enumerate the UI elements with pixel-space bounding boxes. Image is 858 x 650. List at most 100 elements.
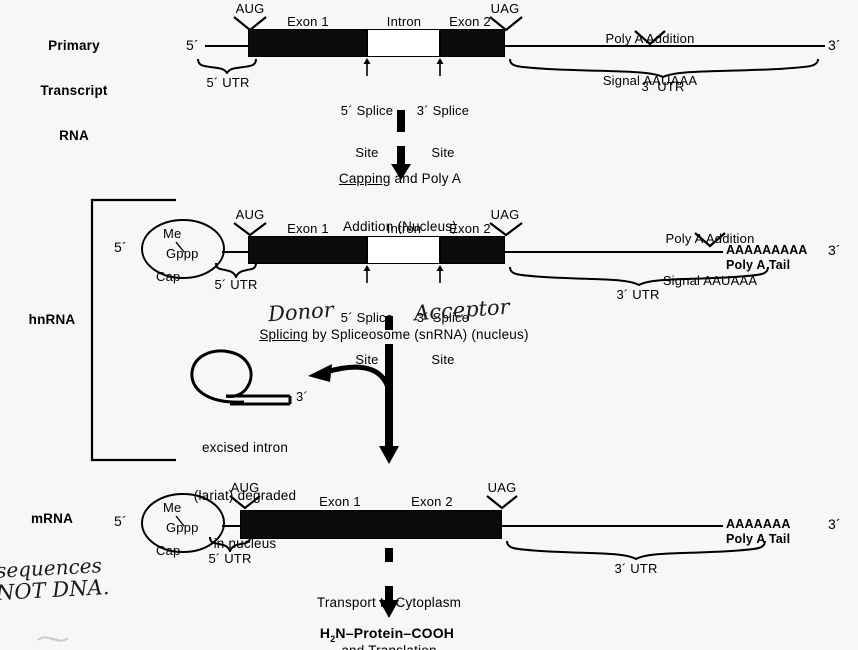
mrna-3utr-label: 3´ UTR — [614, 561, 658, 576]
primary-3splice-label: 3´ Splice Site — [417, 76, 469, 188]
capping-step-line2: Addition (Nucleus) — [343, 219, 457, 234]
hnrna-uag-label: UAG — [490, 207, 520, 222]
primary-uag-pointer-icon — [489, 16, 523, 32]
primary-label-line1: Primary — [48, 38, 100, 53]
primary-aug-pointer-icon — [233, 16, 267, 32]
translation-step-label: Transport to Cytoplasm and Translation — [317, 563, 461, 650]
hnrna-cap-me-label: Me — [163, 226, 182, 241]
excised-intron-lariat-icon — [190, 349, 292, 406]
lariat-curved-arrow-icon — [308, 364, 393, 397]
hnrna-5splice-line2: Site — [355, 352, 379, 367]
primary-exon1-label: Exon 1 — [287, 14, 329, 29]
hnrna-3prime-label: 3´ — [828, 242, 841, 258]
primary-backbone-line-right — [505, 45, 825, 47]
lariat-caption-line2: (lariat) degraded — [193, 488, 297, 503]
handwritten-donor-annotation: Donor — [267, 297, 335, 327]
lariat-3prime-label: 3´ — [296, 389, 308, 404]
splicing-word: Splicing — [259, 327, 309, 342]
primary-uag-label: UAG — [490, 1, 520, 16]
hnrna-3splice-line1: 3´ Splice — [416, 310, 470, 325]
hnrna-polya-tail-label: Poly A Tail — [726, 258, 791, 272]
primary-5splice-arrow-icon — [363, 58, 371, 76]
mrna-row-label: mRNA — [30, 511, 74, 526]
hnrna-exon1-label: Exon 1 — [287, 221, 329, 236]
hnrna-5splice-line1: 5´ Splice — [340, 310, 394, 325]
mrna-polya-tail-label: Poly A Tail — [726, 532, 791, 546]
primary-3splice-line1: 3´ Splice — [416, 103, 470, 118]
handwritten-acceptor-annotation: Acceptor — [413, 294, 511, 326]
capping-word: Capping — [338, 171, 391, 186]
hnrna-3utr-label: 3´ UTR — [616, 287, 660, 302]
translation-step-line1: Transport to Cytoplasm — [316, 595, 462, 610]
primary-polya-signal-line1: Poly A Addition — [605, 31, 695, 46]
mrna-exon-block — [240, 510, 502, 539]
mrna-cap-me-label: Me — [163, 500, 182, 515]
hnrna-5utr-brace-icon — [215, 262, 257, 278]
primary-polya-signal-line2: Signal AAUAAA — [602, 73, 698, 88]
primary-5splice-line2: Site — [355, 145, 379, 160]
capping-step-arrow-icon — [391, 110, 411, 180]
protein-product-prefix: H — [319, 625, 331, 641]
hnrna-cap-circle-icon — [141, 219, 225, 279]
primary-3prime-label: 3´ — [828, 37, 841, 53]
hnrna-intron-block — [367, 236, 440, 264]
primary-transcript-row-label: Primary Transcript RNA — [14, 8, 134, 173]
primary-polya-signal-pointer-icon — [634, 30, 666, 46]
mrna-aug-label: AUG — [230, 480, 260, 495]
primary-5prime-label: 5´ — [186, 37, 199, 53]
hnrna-bracket-icon — [90, 198, 176, 462]
protein-product-label: H2N–Protein–COOH — [320, 626, 454, 646]
mrna-backbone-left — [222, 525, 250, 527]
mrna-cap-circle-icon — [141, 493, 225, 553]
hnrna-polya-signal-line1: Poly A Addition — [665, 231, 755, 246]
hnrna-exon2-label: Exon 2 — [449, 221, 491, 236]
hnrna-row-label: hnRNA — [28, 312, 76, 327]
hnrna-5splice-arrow-icon — [363, 265, 371, 283]
hnrna-uag-pointer-icon — [489, 222, 523, 237]
capping-step-line1: Capping and Poly A — [339, 171, 461, 187]
mrna-aug-pointer-icon — [229, 495, 261, 510]
mrna-exon2-label: Exon 2 — [411, 494, 453, 509]
hnrna-polya-tail-sequence: AAAAAAAAA — [726, 243, 808, 257]
mrna-5utr-brace-icon — [209, 536, 251, 552]
handwritten-not-dna-annotation: NOT DNA. — [0, 575, 110, 605]
hnrna-5utr-label: 5´ UTR — [214, 277, 258, 292]
hnrna-polya-signal-pointer-icon — [694, 232, 726, 248]
mrna-backbone-right — [500, 525, 723, 527]
mrna-cap-gppp-label: Gppp — [166, 520, 199, 535]
primary-exon2-label: Exon 2 — [449, 14, 491, 29]
translation-step-arrow-icon — [379, 548, 399, 618]
primary-exon1-block — [248, 29, 367, 57]
primary-3splice-arrow-icon — [436, 58, 444, 76]
primary-5utr-brace-icon — [197, 58, 257, 74]
hnrna-aug-pointer-icon — [233, 222, 267, 237]
mrna-uag-label: UAG — [487, 480, 517, 495]
mrna-3utr-brace-icon — [506, 540, 766, 560]
hnrna-cap-gppp-label: Gppp — [166, 246, 199, 261]
primary-aug-label: AUG — [235, 1, 265, 16]
lariat-caption-line1: excised intron — [201, 440, 289, 455]
capping-step-label: Capping and Poly A Addition (Nucleus) — [339, 139, 461, 267]
hnrna-cap-label: Cap — [156, 269, 181, 284]
mrna-5utr-label: 5´ UTR — [208, 551, 252, 566]
hnrna-exon2-block — [440, 236, 505, 264]
primary-3utr-brace-icon — [509, 58, 819, 78]
primary-polya-signal-label: Poly A Addition Signal AAUAAA — [603, 4, 697, 116]
mrna-uag-pointer-icon — [486, 495, 518, 510]
hnrna-3splice-label: 3´ Splice Site — [417, 283, 469, 395]
mrna-exon1-label: Exon 1 — [319, 494, 361, 509]
hnrna-3splice-arrow-icon — [436, 265, 444, 283]
primary-3utr-label: 3´ UTR — [641, 79, 685, 94]
mrna-polya-tail-sequence: AAAAAAA — [726, 517, 791, 531]
hnrna-5splice-label: 5´ Splice Site — [341, 283, 393, 395]
hnrna-backbone-left — [222, 251, 250, 253]
splicing-step-label-rest: by Spliceosome (snRNA) (nucleus) — [308, 327, 529, 342]
hnrna-intron-label: Intron — [386, 221, 422, 236]
protein-product-subscript: 2 — [330, 633, 336, 644]
primary-5utr-label: 5´ UTR — [206, 75, 250, 90]
mrna-3prime-label: 3´ — [828, 516, 841, 532]
primary-5splice-label: 5´ Splice Site — [341, 76, 393, 188]
hnrna-backbone-right — [505, 251, 723, 253]
protein-product-rest: N–Protein–COOH — [335, 625, 455, 641]
